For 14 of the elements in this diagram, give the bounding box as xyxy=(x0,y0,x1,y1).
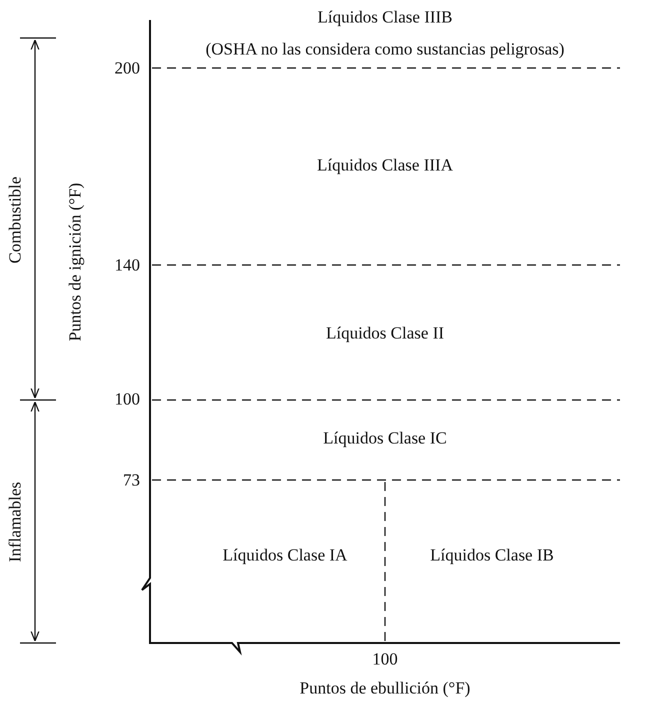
tick-label: 140 xyxy=(114,256,140,276)
tick-label: 200 xyxy=(114,60,140,78)
tick-label: 100 xyxy=(372,650,398,670)
axis-title: Puntos de ebullición (°F) xyxy=(300,680,470,698)
region-label: Líquidos Clase IIIA xyxy=(317,156,453,176)
region-label: Líquidos Clase II xyxy=(326,324,444,344)
region-label: Líquidos Clase IB xyxy=(430,546,554,566)
axis-title: Puntos de ignición (°F) xyxy=(66,182,86,342)
tick-label: 73 xyxy=(123,472,140,490)
region-label: Líquidos Clase IIIB xyxy=(317,8,453,28)
tick-label: 100 xyxy=(114,390,140,410)
region-label: Líquidos Clase IC xyxy=(323,430,447,448)
region-note: (OSHA no las considera como sustancias peligrosas) xyxy=(206,40,564,60)
region-label: Líquidos Clase IA xyxy=(222,546,348,566)
